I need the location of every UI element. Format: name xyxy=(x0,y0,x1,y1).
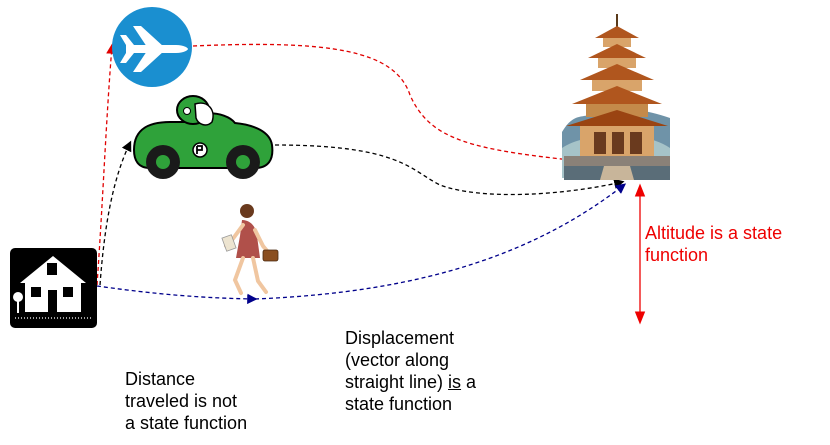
displacement-caption-line3: straight line) is a xyxy=(345,371,476,393)
plane-route-to-temple xyxy=(192,43,591,163)
altitude-caption: Altitude is a state function xyxy=(645,222,782,266)
car-route-up xyxy=(99,140,132,286)
displacement-caption: Displacement (vector along straight line… xyxy=(345,327,476,415)
walk-route-to-temple xyxy=(254,183,627,300)
displacement-caption-line1: Displacement xyxy=(345,328,455,348)
altitude-caption-line2: function xyxy=(645,245,709,265)
airplane-icon xyxy=(112,7,192,87)
altitude-caption-line1: Altitude is a state xyxy=(645,223,783,243)
routes xyxy=(96,43,627,305)
displacement-caption-line3-before: straight line) xyxy=(345,372,449,392)
distance-caption-line2: traveled is not xyxy=(125,391,238,411)
displacement-caption-line4: state function xyxy=(345,394,453,414)
plane-route-up xyxy=(96,43,117,286)
displacement-caption-line2: (vector along xyxy=(345,350,450,370)
displacement-caption-line3-after: a xyxy=(461,372,477,392)
distance-caption: Distance traveled is not a state functio… xyxy=(125,368,247,434)
displacement-caption-underlined-word: is xyxy=(448,372,462,392)
pagoda-temple-icon xyxy=(562,14,670,180)
walk-route-start xyxy=(96,285,258,305)
race-car-icon xyxy=(132,95,274,179)
car-route-to-temple xyxy=(274,144,625,196)
house-icon xyxy=(10,248,97,328)
distance-caption-line1: Distance xyxy=(125,369,196,389)
walking-woman-icon xyxy=(221,204,279,295)
distance-caption-line3: a state function xyxy=(125,413,248,433)
